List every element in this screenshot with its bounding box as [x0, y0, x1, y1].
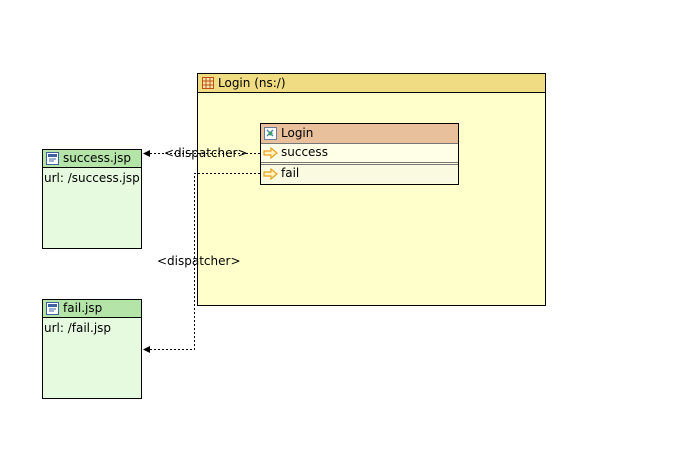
result-arrow-icon	[263, 147, 278, 159]
action-title: Login	[281, 126, 314, 140]
view-title: success.jsp	[63, 151, 131, 165]
view-title: fail.jsp	[63, 301, 103, 315]
package-header[interactable]: Login (ns:/)	[198, 74, 545, 93]
result-label-fail: fail	[281, 166, 300, 180]
package-title: Login (ns:/)	[218, 76, 286, 90]
view-url: url: /success.jsp	[44, 171, 140, 185]
view-url: url: /fail.jsp	[44, 321, 112, 335]
action-header[interactable]: Login	[261, 124, 458, 144]
result-fail[interactable]: fail	[261, 164, 458, 183]
edge-label-fail: <dispatcher>	[157, 254, 241, 268]
arrowhead-icon	[143, 150, 150, 157]
package-login[interactable]: Login (ns:/)	[197, 73, 546, 306]
view-fail-jsp[interactable]: fail.jsp url: /fail.jsp	[42, 299, 142, 399]
result-label-success: success	[281, 145, 328, 159]
package-grid-icon	[202, 77, 214, 89]
result-success[interactable]: success	[261, 144, 458, 163]
edge-label-success: <dispatcher>	[164, 146, 248, 160]
jsp-file-icon	[46, 302, 59, 315]
arrowhead-icon	[143, 346, 150, 353]
view-header[interactable]: success.jsp	[43, 150, 141, 168]
action-icon	[264, 127, 277, 140]
view-success-jsp[interactable]: success.jsp url: /success.jsp	[42, 149, 142, 249]
jsp-file-icon	[46, 152, 59, 165]
result-arrow-icon	[263, 168, 278, 180]
view-header[interactable]: fail.jsp	[43, 300, 141, 318]
action-login[interactable]: Login success fail	[260, 123, 459, 185]
